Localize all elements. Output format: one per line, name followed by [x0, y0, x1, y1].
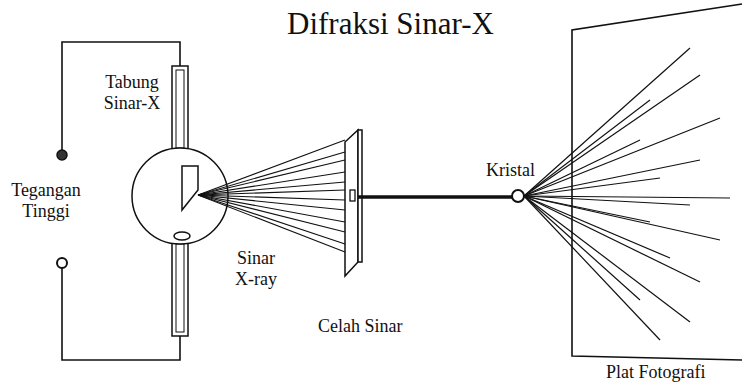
tube-rod [176, 244, 184, 332]
part-label: Celah Sinar [318, 316, 402, 337]
ray [198, 152, 345, 195]
ray [198, 172, 345, 195]
ray [198, 195, 345, 252]
anode [182, 166, 198, 210]
terminal [57, 258, 67, 268]
ray [524, 140, 640, 196]
ray [524, 196, 660, 340]
tube-rod [172, 66, 188, 152]
part-label: Plat Fotografi [606, 362, 706, 383]
collimated-beam [358, 195, 512, 199]
xray-beams [198, 140, 345, 252]
ray [524, 75, 700, 196]
slit-plate [345, 130, 358, 276]
tube-rod [176, 70, 184, 148]
ray [198, 160, 345, 195]
cathode [174, 232, 190, 240]
part-label: Sinar X-ray [226, 248, 286, 290]
ray [524, 196, 690, 205]
ray [198, 195, 345, 244]
part-label: Kristal [486, 160, 535, 181]
ray [524, 196, 640, 300]
ray [524, 118, 720, 196]
tube-rod [172, 240, 188, 336]
ray [524, 196, 670, 258]
slit [350, 190, 355, 201]
wire [62, 42, 180, 150]
part-label: Tabung Sinar-X [94, 72, 170, 114]
ray [198, 140, 345, 195]
ray [198, 182, 345, 195]
ray [198, 195, 345, 232]
crystal [512, 190, 524, 202]
ray [198, 195, 345, 222]
ray [524, 160, 700, 196]
ray [524, 196, 690, 322]
ray [198, 190, 345, 195]
ray [524, 178, 660, 196]
part-label: Tegangan Tinggi [2, 180, 90, 222]
wire [62, 268, 180, 360]
diagram-title: Difraksi Sinar-X [287, 6, 494, 42]
photographic-plate [572, 4, 742, 360]
ray [524, 48, 690, 196]
ray [524, 196, 700, 282]
terminal [57, 150, 67, 160]
diffracted-beams [524, 48, 730, 340]
